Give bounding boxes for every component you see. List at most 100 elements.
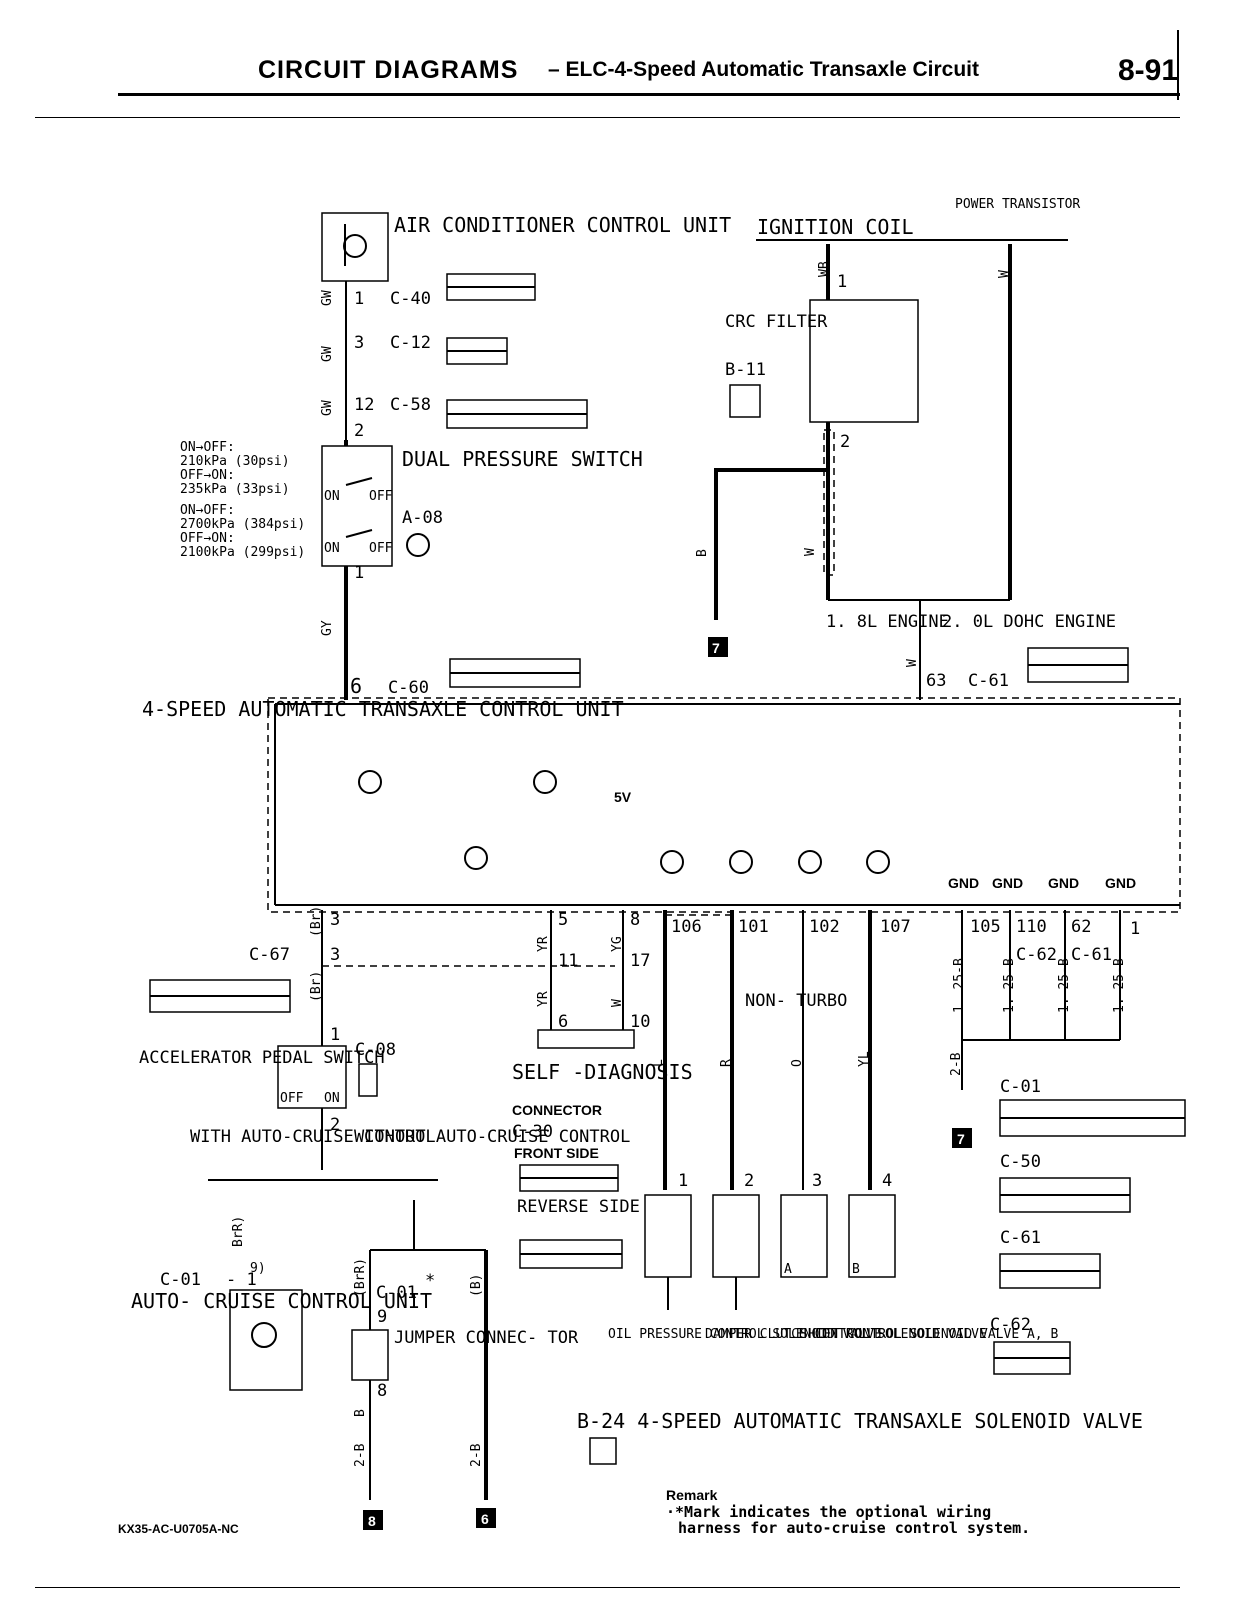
pin-jc-8: 8: [377, 1381, 387, 1401]
wire-l: L: [651, 1059, 666, 1067]
pin-aps-2: 2: [330, 1115, 340, 1135]
ignition-label: IGNITION COIL: [757, 215, 914, 239]
footer-rule: [35, 1587, 1180, 1588]
conn-c62-b: C-62: [990, 1315, 1031, 1335]
conn-c61: C-61: [968, 671, 1009, 691]
svg-text:7: 7: [957, 1131, 965, 1147]
wire-br-1: (Br): [309, 906, 324, 937]
conn-c12: C-12: [390, 333, 431, 353]
svg-text:235kPa (33psi): 235kPa (33psi): [180, 482, 290, 497]
tcu-transistor-icon: [358, 770, 382, 794]
wire-b-1: B: [695, 549, 710, 557]
wire-125b-2: 1. 25-B: [1002, 958, 1017, 1013]
dual-switch-label: DUAL PRESSURE SWITCH: [402, 447, 643, 471]
wire-125b-1: 1. 25-B: [952, 958, 967, 1013]
header-bar: [1177, 30, 1179, 100]
wire-yl: YL: [857, 1051, 872, 1067]
pin-107: 107: [880, 917, 911, 937]
pin-c30-17: 17: [630, 951, 650, 971]
tcu-boundary: [267, 697, 1181, 913]
pin-c60: 6: [350, 674, 362, 698]
gnd-labels: GND GND GND GND: [948, 875, 1136, 891]
self-diag-box: [537, 1029, 635, 1049]
conn-c58: C-58: [390, 395, 431, 415]
reverse-side-label: REVERSE SIDE: [517, 1197, 640, 1217]
wire-yr-2: YR: [536, 991, 551, 1007]
header-rule: [118, 93, 1180, 96]
switch-on-1: ON: [324, 489, 340, 504]
wire-w-2: W: [803, 548, 818, 556]
pin-dps-2: 2: [354, 421, 364, 441]
conn-c50: C-50: [1000, 1152, 1041, 1172]
svg-text:7: 7: [712, 640, 720, 656]
svg-text:8: 8: [368, 1513, 376, 1529]
header-subtitle: – ELC-4-Speed Automatic Transaxle Circui…: [548, 58, 980, 81]
power-transistor-label: POWER TRANSISTOR: [955, 197, 1080, 212]
svg-text:OFF→ON:: OFF→ON:: [180, 531, 235, 546]
pin-c30-6: 6: [558, 1012, 568, 1032]
tcu-transistor-icon-7: [866, 850, 890, 874]
solenoid-3-label: SHIFT CONTROL SOLENOID VALVE A, B: [800, 1327, 1058, 1342]
conn-c61-a: C-61: [1071, 945, 1112, 965]
wire-yg: YG: [610, 936, 625, 952]
conn-c01-b: C-01: [376, 1283, 417, 1303]
solenoid-group-label: B-24 4-SPEED AUTOMATIC TRANSAXLE SOLENOI…: [577, 1409, 1143, 1433]
ground-7a: [708, 637, 728, 657]
tcu-transistor-icon-2: [533, 770, 557, 794]
solenoid-3a-box: [780, 1194, 828, 1278]
cruise-transistor-icon: [251, 1322, 277, 1348]
tcu-transistor-icon-6: [798, 850, 822, 874]
tcu-transistor-icon-5: [729, 850, 753, 874]
wire-gy: GY: [320, 620, 335, 636]
pin-sol-4: 4: [882, 1171, 892, 1191]
pressure-notes: ON→OFF: 210kPa (30psi) OFF→ON: 235kPa (3…: [180, 440, 305, 560]
wire-w-4: W: [610, 999, 625, 1007]
pin-110: 110: [1016, 917, 1047, 937]
wire-gw-3: GW: [320, 400, 335, 416]
dual-pressure-switch-box: [321, 445, 393, 567]
svg-text:ON→OFF:: ON→OFF:: [180, 440, 235, 455]
pin-c30-10: 10: [630, 1012, 650, 1032]
pin-62: 62: [1071, 917, 1091, 937]
wire-r: R: [719, 1059, 734, 1067]
accel-off: OFF: [280, 1091, 304, 1106]
jumper-box: [351, 1329, 389, 1381]
pin-sol-2: 2: [744, 1171, 754, 1191]
ground-8: [363, 1510, 383, 1530]
accel-switch-box: [277, 1045, 347, 1109]
svg-text:GND: GND: [992, 875, 1023, 891]
tcu-label: 4-SPEED AUTOMATIC TRANSAXLE CONTROL UNIT: [142, 697, 624, 721]
svg-text:6: 6: [481, 1511, 489, 1527]
self-diag-conn-label: CONNECTOR: [512, 1102, 602, 1118]
conn-c62-a: C-62: [1016, 945, 1057, 965]
conn-b11-icon: [729, 384, 761, 418]
pin-105: 105: [970, 917, 1001, 937]
conn-a08: A-08: [402, 508, 443, 528]
pin-c58: 12: [354, 395, 374, 415]
ground-6: [476, 1508, 496, 1528]
pin-aps-1: 1: [330, 1025, 340, 1045]
page-header: CIRCUIT DIAGRAMS – ELC-4-Speed Automatic…: [0, 0, 1255, 130]
remark-text-2: harness for auto-cruise control system.: [678, 1519, 1030, 1537]
svg-text:GND: GND: [1048, 875, 1079, 891]
header-rule-thin: [35, 117, 1180, 118]
asterisk-mark: *: [425, 1271, 435, 1291]
conn-c08-icon: [358, 1063, 378, 1097]
tcu-transistor-icon-4: [660, 850, 684, 874]
svg-text:2700kPa (384psi): 2700kPa (384psi): [180, 517, 305, 532]
conn-c08: C-08: [355, 1040, 396, 1060]
svg-text:2100kPa (299psi): 2100kPa (299psi): [180, 545, 305, 560]
pin-gnd-1: 1: [1130, 919, 1140, 939]
pin-sol-3: 3: [812, 1171, 822, 1191]
front-side-label: FRONT SIDE: [514, 1145, 599, 1161]
wire-bb: (B): [469, 1274, 484, 1297]
jumper-label: JUMPER CONNEC- TOR: [394, 1328, 579, 1348]
conn-b24-icon: [589, 1437, 617, 1465]
switch-on-2: ON: [324, 541, 340, 556]
svg-text:GND: GND: [1105, 875, 1136, 891]
conn-c01-a: C-01: [160, 1270, 201, 1290]
auto-cruise-box: [229, 1289, 303, 1391]
remark-label: Remark: [666, 1487, 718, 1503]
pin-c30-11: 11: [558, 951, 578, 971]
svg-text:ON→OFF:: ON→OFF:: [180, 503, 235, 518]
